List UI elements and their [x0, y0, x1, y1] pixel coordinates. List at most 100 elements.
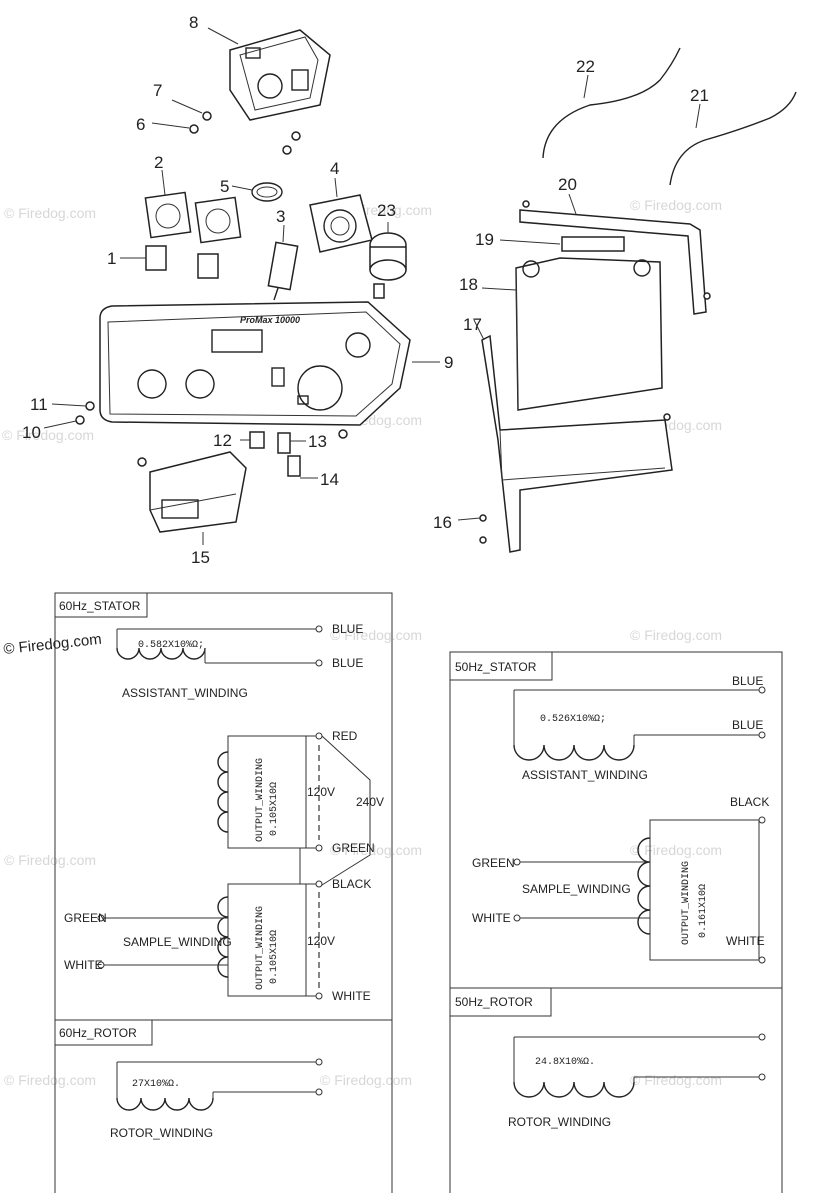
callout-16: 16 [433, 513, 452, 532]
watermark: © Firedog.com [330, 842, 422, 858]
output-ohm-60-2: 0.105X10Ω [269, 930, 280, 984]
callout-13: 13 [308, 432, 327, 451]
blue-label-50-1: BLUE [732, 674, 763, 688]
callout-14: 14 [320, 470, 339, 489]
part-3-switch [267, 224, 299, 301]
green-out-label: GREEN [332, 841, 375, 855]
part-4-outlet [309, 177, 373, 253]
stator-60hz-title: 60Hz_STATOR [59, 599, 141, 613]
watermark: © Firedog.com [4, 205, 96, 221]
red-label: RED [332, 729, 358, 743]
callout-4: 4 [330, 159, 339, 178]
volt-240: 240V [356, 795, 384, 809]
callout-12: 12 [213, 431, 232, 450]
callout-1: 1 [107, 249, 116, 268]
watermark: © Firedog.com [630, 627, 722, 643]
callout-8: 8 [189, 13, 198, 32]
part-9-control-panel: ProMax 10000 [99, 301, 440, 426]
rotor-winding-label-60: ROTOR_WINDING [110, 1126, 213, 1140]
part-2-receptacles [144, 169, 242, 244]
watermark: © Firedog.com [630, 1072, 722, 1088]
watermark-left: © Firedog.com [3, 631, 103, 658]
rotor-ohm-50: 24.8X10%Ω. [535, 1057, 595, 1068]
green-in-label: GREEN [64, 911, 107, 925]
watermark: © Firedog.com [330, 627, 422, 643]
callout-6: 6 [136, 115, 145, 134]
watermark: © Firedog.com [2, 427, 94, 443]
part-15-meter [137, 451, 247, 545]
callout-23: 23 [377, 201, 396, 220]
output-label-60-2: OUTPUT_WINDING [255, 906, 266, 990]
callout-9: 9 [444, 353, 453, 372]
parts-21-22-cables [542, 47, 797, 186]
callout-15: 15 [191, 548, 210, 567]
part-17-battery-tray [473, 319, 673, 553]
callout-3: 3 [276, 207, 285, 226]
volt-120-a: 120V [307, 785, 335, 799]
assistant-ohm-60: 0.582X10%Ω; [138, 640, 204, 651]
rotor-60hz-title: 60Hz_ROTOR [59, 1026, 137, 1040]
callout-5: 5 [220, 177, 229, 196]
part-8-avr [207, 27, 331, 121]
callout-19: 19 [475, 230, 494, 249]
callout-22: 22 [576, 57, 595, 76]
callout-7: 7 [153, 81, 162, 100]
white-out-label: WHITE [332, 989, 371, 1003]
assistant-winding-label-50: ASSISTANT_WINDING [522, 768, 648, 782]
black-label-50: BLACK [730, 795, 769, 809]
rotor-50hz-title: 50Hz_ROTOR [455, 995, 533, 1009]
callout-17: 17 [463, 315, 482, 334]
assistant-ohm-50: 0.526X10%Ω; [540, 714, 606, 725]
output-ohm-60-1: 0.105X10Ω [269, 782, 280, 836]
exploded-view: ProMax 10000 [22, 13, 797, 567]
sample-winding-label-60: SAMPLE_WINDING [123, 935, 232, 949]
watermark: © Firedog.com [4, 852, 96, 868]
rotor-50hz-schematic: 50Hz_ROTOR 24.8X10%Ω. ROTOR_WINDING [450, 987, 782, 1129]
rotor-60hz-schematic: 60Hz_ROTOR 27X10%Ω. ROTOR_WINDING [55, 1019, 392, 1140]
stator-60hz-schematic: 60Hz_STATOR 0.582X10%Ω; BLUE BLUE ASSIST… [54, 592, 393, 1193]
sample-winding-label-50: SAMPLE_WINDING [522, 882, 631, 896]
white-in-label: WHITE [64, 958, 103, 972]
output-label-50: OUTPUT_WINDING [681, 861, 692, 945]
stator-50hz-schematic: 50Hz_STATOR 0.526X10%Ω; BLUE BLUE ASSIST… [449, 651, 783, 1193]
part-16-screw [479, 514, 487, 522]
volt-120-b: 120V [307, 934, 335, 948]
callout-2: 2 [154, 153, 163, 172]
green-in-label-50: GREEN [472, 856, 515, 870]
assistant-winding-label-60: ASSISTANT_WINDING [122, 686, 248, 700]
part-23-keyswitch [369, 222, 407, 299]
part-19-pad [561, 236, 625, 252]
stator-50hz-title: 50Hz_STATOR [455, 660, 537, 674]
part-18-battery [481, 257, 663, 411]
parts-6-7-screws [151, 99, 301, 155]
part-1-breakers [120, 245, 219, 279]
output-ohm-50: 0.161X10Ω [698, 884, 709, 938]
part-10-screw [75, 415, 85, 425]
callouts: 8 7 6 2 5 4 3 23 1 9 11 10 12 13 14 15 2… [22, 13, 709, 567]
callout-18: 18 [459, 275, 478, 294]
part-11-nut [85, 401, 95, 411]
output-label-60-1: OUTPUT_WINDING [255, 758, 266, 842]
part-5-ring [251, 182, 283, 202]
blue-label-1: BLUE [332, 622, 363, 636]
callout-21: 21 [690, 86, 709, 105]
part-20-bracket [519, 193, 711, 315]
watermark: © Firedog.com [630, 197, 722, 213]
callout-10: 10 [22, 423, 41, 442]
white-in-label-50: WHITE [472, 911, 511, 925]
callout-11: 11 [30, 395, 48, 414]
callout-20: 20 [558, 175, 577, 194]
rotor-ohm-60: 27X10%Ω. [132, 1079, 180, 1090]
white-out-label-50: WHITE [726, 934, 765, 948]
black-label: BLACK [332, 877, 371, 891]
watermark: © Firedog.com [320, 1072, 412, 1088]
blue-label-50-2: BLUE [732, 718, 763, 732]
panel-brand: ProMax 10000 [240, 315, 300, 325]
watermark: © Firedog.com [630, 842, 722, 858]
rotor-winding-label-50: ROTOR_WINDING [508, 1115, 611, 1129]
parts-12-14-fuses [240, 431, 318, 479]
watermarks: © Firedog.com © Firedog.com © Firedog.co… [2, 197, 722, 1088]
blue-label-2: BLUE [332, 656, 363, 670]
watermark: © Firedog.com [4, 1072, 96, 1088]
